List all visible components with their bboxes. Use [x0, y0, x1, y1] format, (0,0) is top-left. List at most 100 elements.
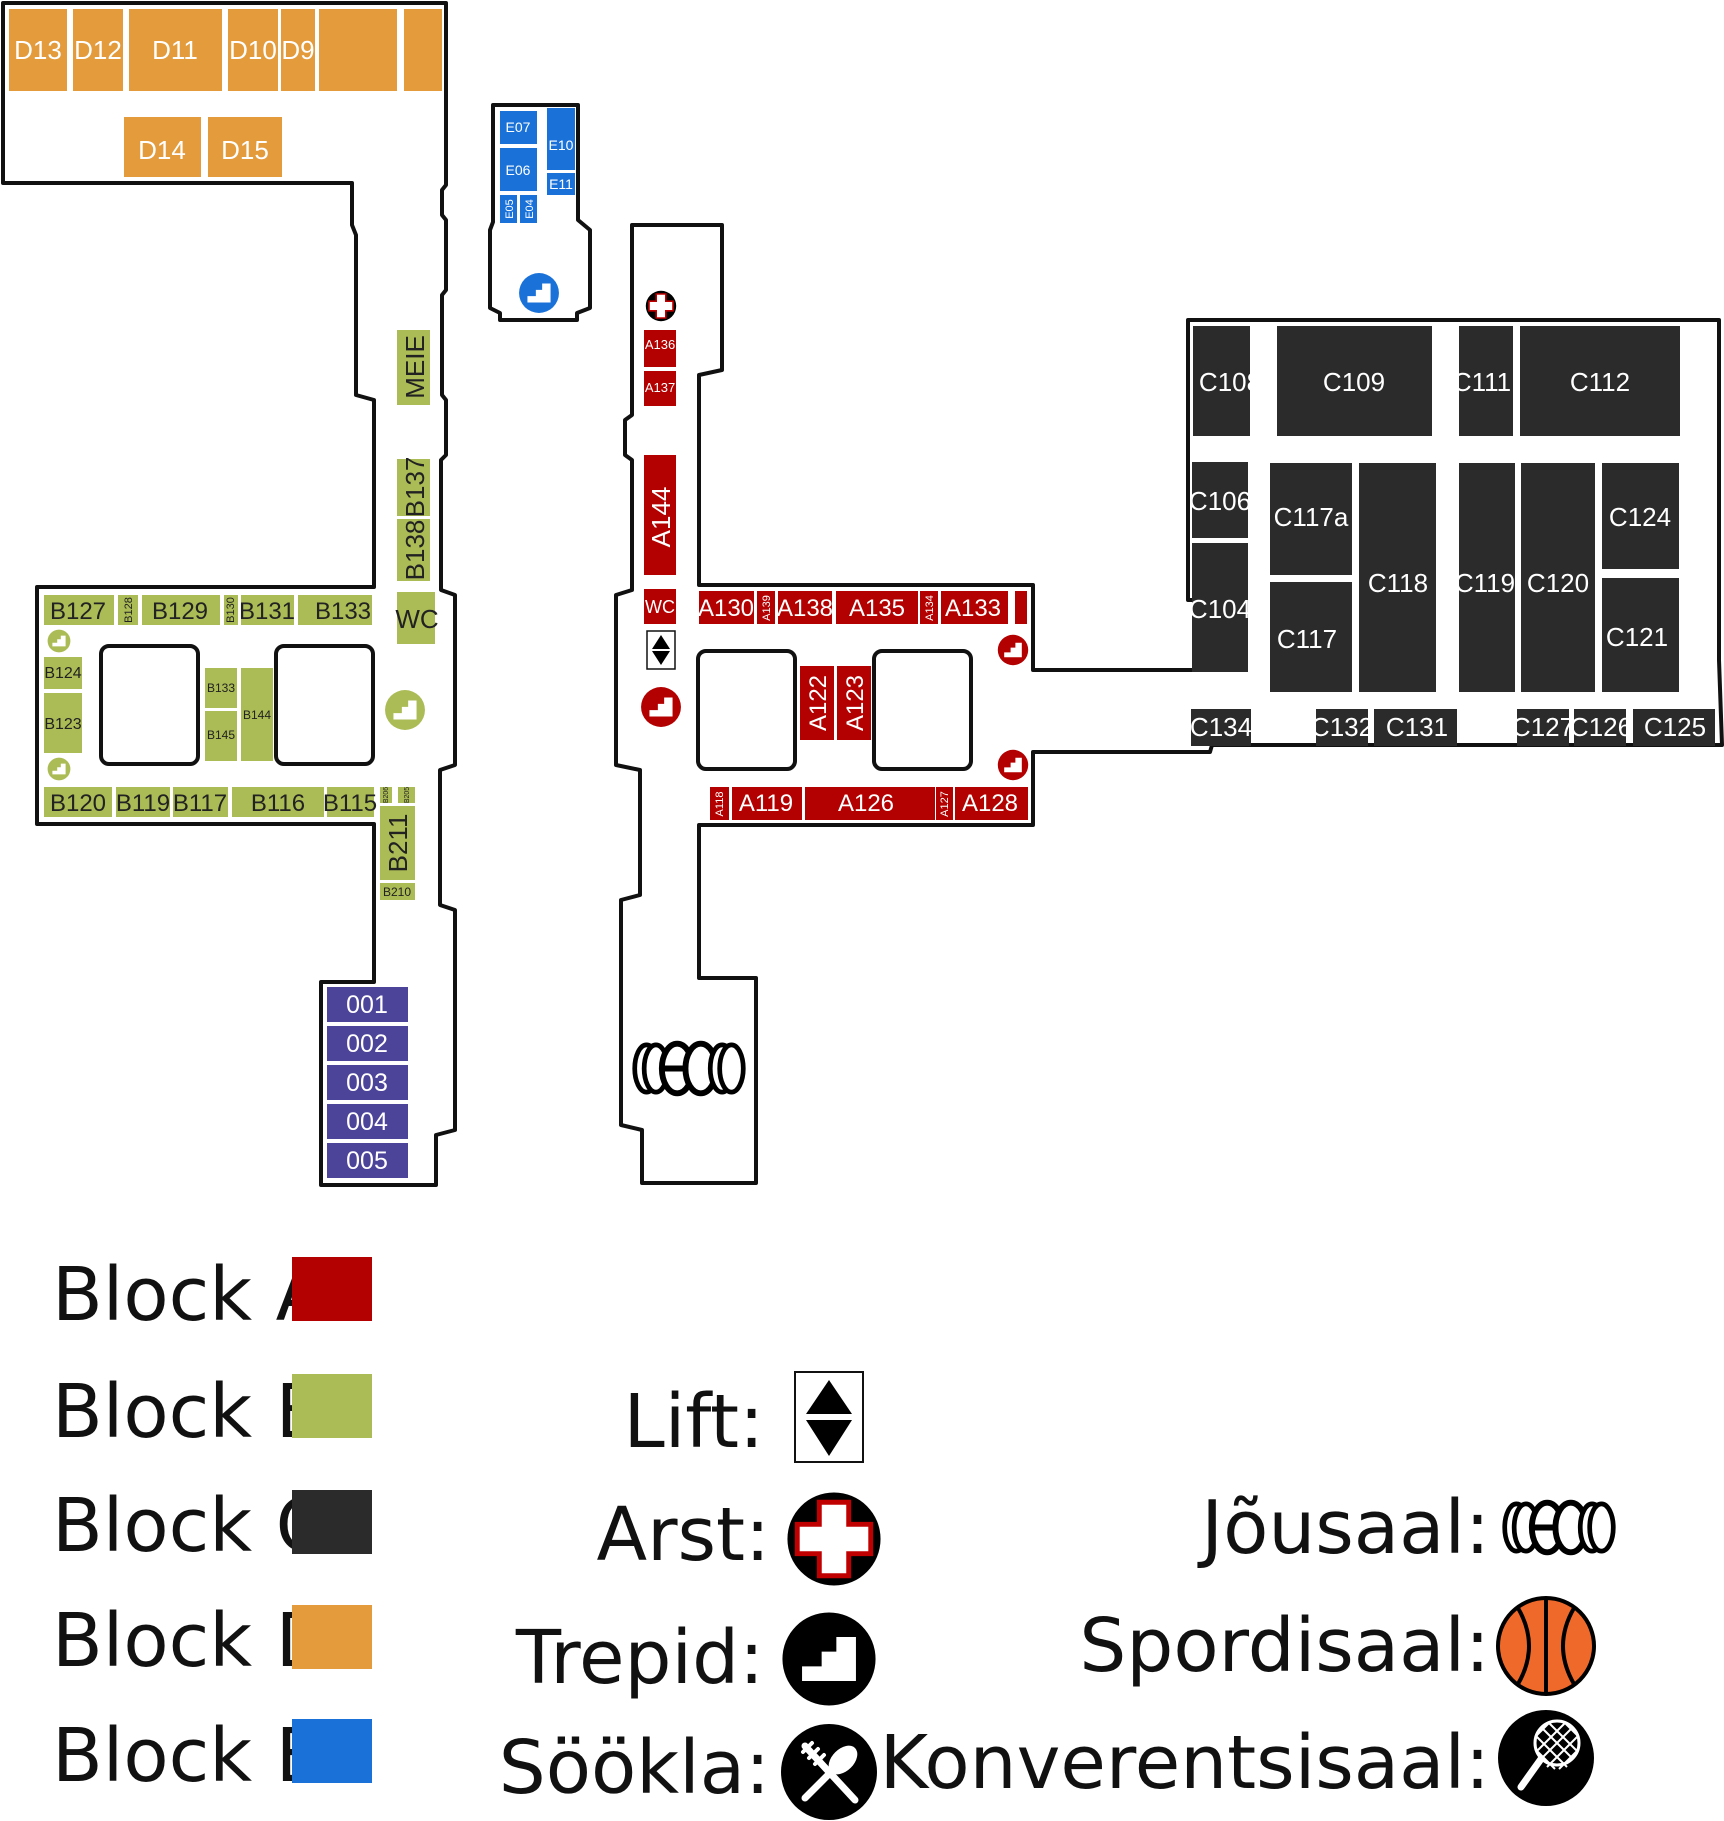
a-courtyard-right [872, 649, 973, 771]
room-label: A134 [924, 595, 936, 621]
room-label: B124 [44, 665, 81, 682]
room-label: C109 [1323, 367, 1385, 397]
stairs-icon [47, 757, 71, 781]
room-label: B127 [50, 598, 106, 625]
room-label: WC [395, 604, 438, 634]
legend-stairs-label: Trepid: [515, 1615, 764, 1701]
room-label: MEIE [400, 335, 430, 399]
lift-icon [794, 1371, 864, 1463]
block-e-labels: E07 E06 E10 E11 E05 E04 [504, 119, 574, 219]
stairs-icon [47, 629, 71, 653]
legend-facilities: Lift: Arst: Trepid: Söökla: [499, 1371, 881, 1820]
block-a-rooms [644, 330, 1028, 820]
room-label: E11 [549, 176, 573, 192]
legend-swatch-a [292, 1257, 372, 1321]
legend-canteen-label: Söökla: [499, 1725, 770, 1811]
block-c-rooms [1191, 326, 1715, 746]
room-label: 004 [346, 1108, 388, 1136]
room-label: A127 [939, 791, 951, 817]
room-label: D12 [74, 35, 122, 65]
rooms-zero [327, 987, 408, 1178]
room-label: A136 [645, 337, 675, 352]
block-e-rooms [500, 108, 575, 223]
block-d-labels: D13 D12 D11 D10 D9 D14 D15 [14, 35, 314, 165]
block-b-labels: MEIE B137 B138 WC B127 B128 B129 B130 B1… [44, 335, 438, 899]
room-label: B206 [383, 787, 390, 803]
room-label: B137 [400, 457, 430, 518]
block-a-labels: A136 A137 A144 WC A130 A139 A138 A135 A1… [645, 337, 1018, 817]
room-label: D13 [14, 35, 62, 65]
gym-icon [1505, 1503, 1614, 1553]
legend-swatch-d [292, 1605, 372, 1669]
room-label: C131 [1386, 712, 1448, 742]
room-label: C120 [1527, 568, 1589, 598]
legend-conference-label: Konverentsisaal: [880, 1720, 1490, 1806]
room-label: 003 [346, 1069, 388, 1097]
room-label: B211 [383, 814, 413, 873]
lift-icon [646, 630, 676, 670]
room-label: E04 [524, 199, 536, 219]
legend-swatch-e [292, 1719, 372, 1783]
room-label: B123 [44, 716, 81, 733]
canteen-icon [781, 1724, 877, 1820]
room-label: B205 [404, 787, 411, 803]
block-d-rooms [9, 9, 442, 177]
room-label: 001 [346, 991, 388, 1019]
room-label: D9 [281, 35, 314, 65]
room-label: C124 [1609, 502, 1671, 532]
room-label: B130 [225, 597, 237, 623]
room-label: A119 [739, 790, 793, 817]
b-courtyard-right [274, 644, 375, 766]
conference-hall-icon [1498, 1710, 1594, 1806]
room-label: D10 [229, 35, 277, 65]
room-label: 005 [346, 1147, 388, 1175]
room-label: A133 [945, 595, 1001, 622]
room-label: B119 [116, 790, 170, 817]
room-label: B145 [207, 728, 235, 742]
room-label: E05 [504, 199, 516, 219]
legend-swatch-b [292, 1374, 372, 1438]
room-label: C119 [1455, 568, 1515, 598]
room-label: C121 [1606, 622, 1668, 652]
doctor-icon [787, 1492, 880, 1585]
room-label: B117 [173, 790, 227, 817]
room-label: C104 [1189, 594, 1251, 624]
b-courtyard-left [99, 644, 200, 766]
room-label: E07 [506, 119, 531, 135]
legend-lift-label: Lift: [624, 1379, 764, 1465]
room-label: A135 [849, 595, 905, 622]
room-label: B210 [383, 885, 411, 899]
room-label: C132 [1311, 712, 1373, 742]
legend-doctor-label: Arst: [596, 1492, 770, 1578]
stairs-icon [782, 1612, 876, 1706]
gym-icon [635, 1044, 744, 1094]
outline-a-block [614, 223, 1724, 1185]
room-label: D15 [221, 135, 269, 165]
room-label: C117a [1274, 502, 1349, 532]
room-label: A137 [645, 380, 675, 395]
legend-blocks: Block A: Block B: Block C: Block D: Bloc… [52, 1252, 372, 1799]
room-label: C118 [1368, 568, 1428, 598]
room-label: E10 [549, 137, 574, 153]
room-label: B144 [243, 708, 271, 722]
rooms-zero-labels: 001 002 003 004 005 [346, 991, 388, 1175]
room-label: C108 [1199, 367, 1261, 397]
legend-gym-label: Jõusaal: [1197, 1485, 1490, 1571]
room-label: C126 [1570, 712, 1632, 742]
room-label: A130 [698, 595, 754, 622]
room-label: A126 [838, 790, 894, 817]
sports-hall-icon [1496, 1596, 1596, 1696]
room-label: B120 [50, 790, 106, 817]
room-label: B133 [315, 598, 371, 625]
room-label: D14 [138, 135, 186, 165]
legend-swatch-c [292, 1490, 372, 1554]
stairs-icon [385, 690, 425, 730]
room-label: D11 [152, 35, 198, 65]
room-label: WC [645, 597, 675, 617]
stairs-icon [641, 687, 681, 727]
room-label: B128 [123, 597, 135, 623]
stairs-icon [997, 749, 1029, 781]
room-label: A122 [805, 675, 832, 731]
room-label: B116 [251, 790, 305, 817]
